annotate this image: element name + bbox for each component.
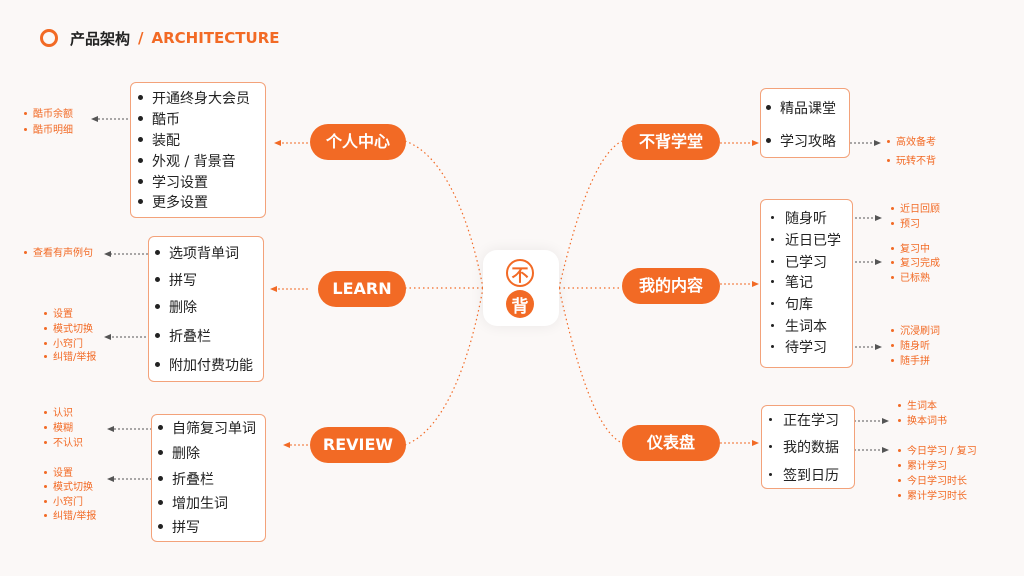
list-item: 签到日历 bbox=[769, 466, 839, 486]
list-item: 随身听 bbox=[771, 209, 827, 229]
list-item: 开通终身大会员 bbox=[138, 89, 250, 109]
leaf-item: 认识 bbox=[44, 407, 73, 421]
list-item: 已学习 bbox=[771, 253, 827, 273]
leaf-item: 今日学习时长 bbox=[898, 475, 967, 489]
list-item: 折叠栏 bbox=[155, 327, 211, 347]
list-item: 外观 / 背景音 bbox=[138, 152, 236, 172]
list-item: 句库 bbox=[771, 295, 813, 315]
leaf-item: 累计学习时长 bbox=[898, 490, 967, 504]
list-item: 附加付费功能 bbox=[155, 356, 253, 376]
list-item: 待学习 bbox=[771, 338, 827, 358]
list-item: 生词本 bbox=[771, 317, 827, 337]
dashboard-items-box: 正在学习 我的数据 签到日历 bbox=[761, 405, 855, 489]
leaf-item: 换本词书 bbox=[898, 415, 947, 429]
list-item: 增加生词 bbox=[158, 494, 228, 514]
list-item: 笔记 bbox=[771, 273, 813, 293]
leaf-item: 复习中 bbox=[891, 243, 930, 257]
leaf-item: 设置 bbox=[44, 308, 73, 322]
page-title-cn: 产品架构 bbox=[70, 29, 131, 48]
course-items-box: 精品课堂 学习攻略 bbox=[760, 88, 850, 158]
list-item: 我的数据 bbox=[769, 438, 839, 458]
list-item: 选项背单词 bbox=[155, 244, 239, 264]
node-course: 不背学堂 bbox=[622, 124, 720, 160]
personal-items-box: 开通终身大会员 酷币 装配 外观 / 背景音 学习设置 更多设置 bbox=[130, 82, 266, 218]
logo-char-bottom: 背 bbox=[506, 290, 534, 318]
content-items-box: 随身听 近日已学 已学习 笔记 句库 生词本 待学习 bbox=[760, 199, 853, 368]
leaf-item: 累计学习 bbox=[898, 460, 947, 474]
list-item: 拼写 bbox=[155, 271, 197, 291]
list-item: 折叠栏 bbox=[158, 470, 214, 490]
list-item: 删除 bbox=[158, 444, 200, 464]
leaf-item: 复习完成 bbox=[891, 257, 940, 271]
review-items-box: 自筛复习单词 删除 折叠栏 增加生词 拼写 bbox=[151, 414, 266, 542]
page-header: 产品架构 / ARCHITECTURE bbox=[40, 26, 280, 50]
list-item: 拼写 bbox=[158, 518, 200, 538]
node-learn: LEARN bbox=[318, 271, 406, 307]
leaf-item: 沉浸刷词 bbox=[891, 325, 940, 339]
list-item: 更多设置 bbox=[138, 193, 208, 213]
learn-items-box: 选项背单词 拼写 删除 折叠栏 附加付费功能 bbox=[148, 236, 264, 382]
list-item: 学习攻略 bbox=[766, 132, 836, 152]
leaf-item: 纠错/举报 bbox=[44, 510, 96, 524]
leaf-item: 查看有声例句 bbox=[24, 247, 93, 261]
node-dashboard: 仪表盘 bbox=[622, 425, 720, 461]
title-separator: / bbox=[138, 29, 144, 47]
leaf-item: 模糊 bbox=[44, 422, 73, 436]
leaf-item: 小窍门 bbox=[44, 496, 83, 510]
leaf-item: 高效备考 bbox=[887, 136, 936, 150]
leaf-item: 纠错/举报 bbox=[44, 351, 96, 365]
node-my-content: 我的内容 bbox=[622, 268, 720, 304]
list-item: 装配 bbox=[138, 131, 180, 151]
logo-char-top: 不 bbox=[506, 259, 534, 287]
node-review: REVIEW bbox=[310, 427, 406, 463]
leaf-item: 随手拼 bbox=[891, 355, 930, 369]
leaf-item: 酷币明细 bbox=[24, 124, 73, 138]
list-item: 学习设置 bbox=[138, 173, 208, 193]
app-logo: 不 背 bbox=[483, 250, 559, 326]
leaf-item: 玩转不背 bbox=[887, 155, 936, 169]
leaf-item: 今日学习 / 复习 bbox=[898, 445, 977, 459]
leaf-item: 模式切换 bbox=[44, 481, 93, 495]
leaf-item: 已标熟 bbox=[891, 272, 930, 286]
circle-icon bbox=[40, 29, 58, 47]
list-item: 近日已学 bbox=[771, 231, 841, 251]
leaf-item: 酷币余额 bbox=[24, 108, 73, 122]
leaf-item: 不认识 bbox=[44, 437, 83, 451]
leaf-item: 近日回顾 bbox=[891, 203, 940, 217]
page-title-en: ARCHITECTURE bbox=[151, 29, 280, 47]
leaf-item: 小窍门 bbox=[44, 338, 83, 352]
leaf-item: 随身听 bbox=[891, 340, 930, 354]
leaf-item: 生词本 bbox=[898, 400, 937, 414]
list-item: 删除 bbox=[155, 298, 197, 318]
list-item: 精品课堂 bbox=[766, 99, 836, 119]
list-item: 酷币 bbox=[138, 110, 180, 130]
leaf-item: 设置 bbox=[44, 467, 73, 481]
list-item: 自筛复习单词 bbox=[158, 419, 256, 439]
leaf-item: 预习 bbox=[891, 218, 920, 232]
list-item: 正在学习 bbox=[769, 411, 839, 431]
leaf-item: 模式切换 bbox=[44, 323, 93, 337]
node-personal-center: 个人中心 bbox=[310, 124, 406, 160]
